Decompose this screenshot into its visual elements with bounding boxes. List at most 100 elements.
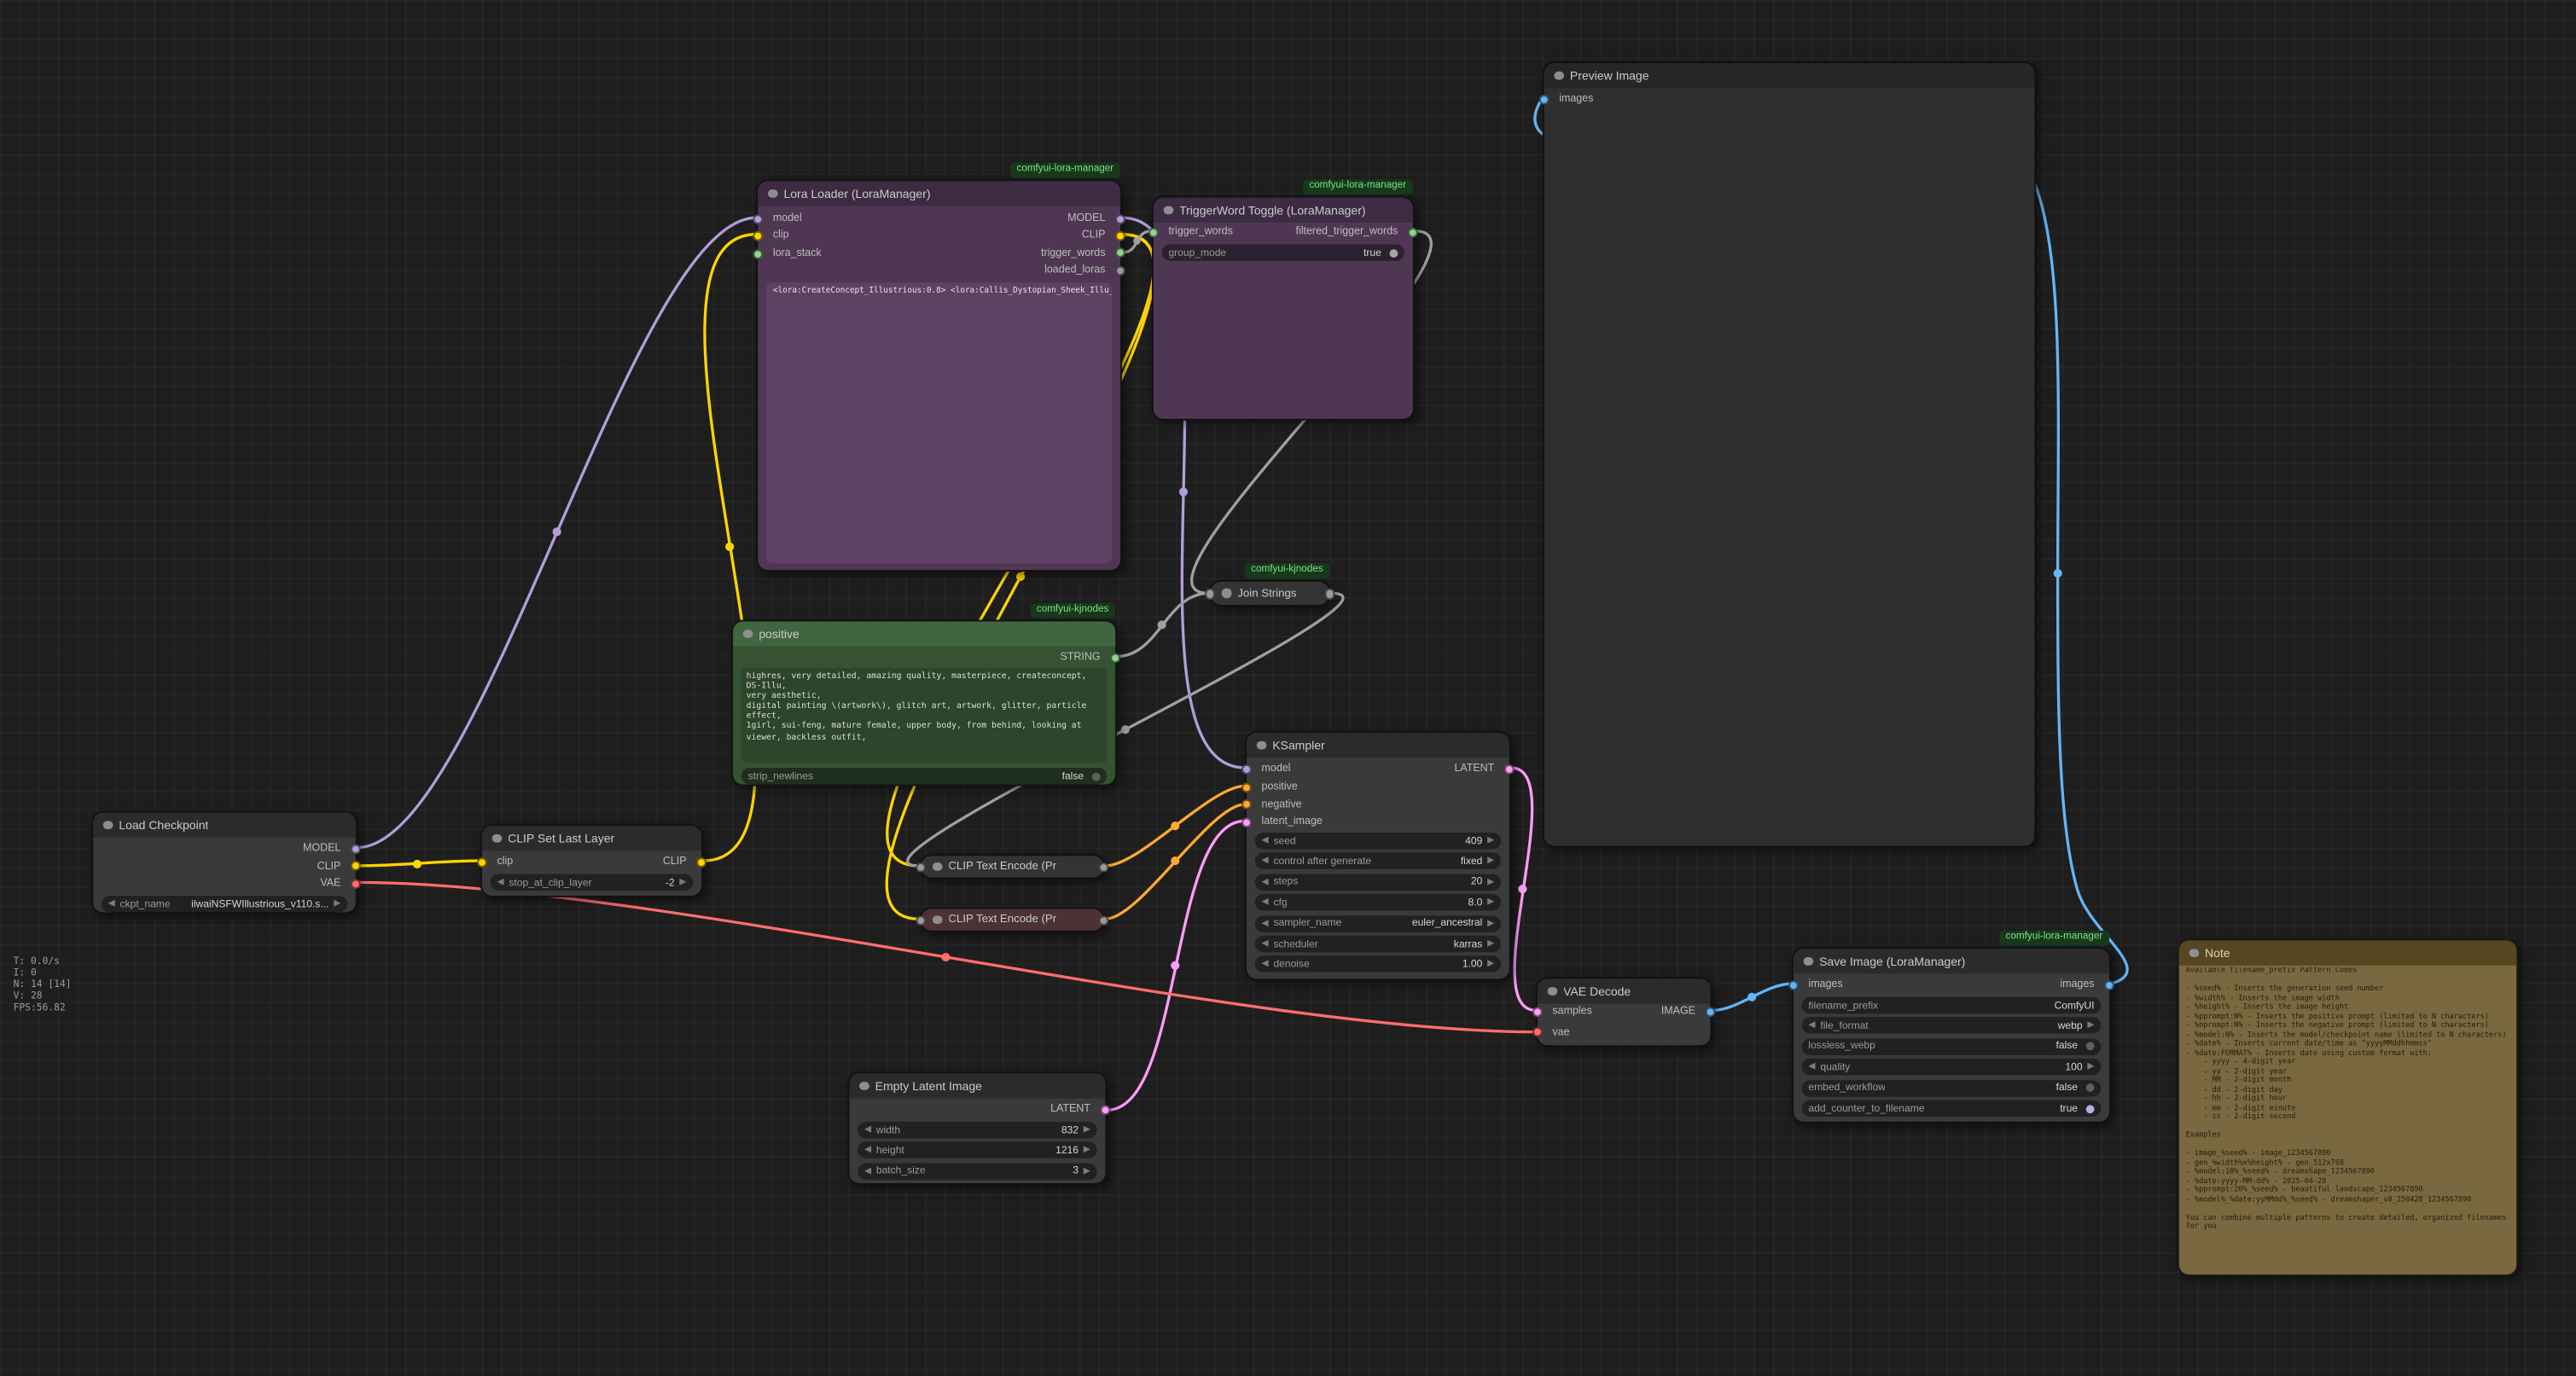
latent-slot-dot[interactable] [1532, 1007, 1543, 1018]
decrement-icon[interactable]: ◀ [1261, 897, 1269, 908]
node-triggerword-toggle[interactable]: comfyui-lora-manager TriggerWord Toggle … [1148, 178, 1418, 421]
increment-icon[interactable]: ▶ [334, 898, 341, 909]
node-ksampler[interactable]: KSampler model positive negative latent_… [1241, 731, 1515, 981]
node-title-bar[interactable]: Note [2178, 940, 2517, 966]
widget-add-counter-to-filename[interactable]: add_counter_to_filename true [1801, 1100, 2102, 1118]
collapsed-output-dot[interactable] [1098, 862, 1109, 873]
collapsed-input-dot[interactable] [1205, 589, 1216, 600]
decrement-icon[interactable]: ◀ [1261, 835, 1269, 846]
node-clip-text-encode-negative[interactable]: CLIP Text Encode (Pr [916, 907, 1109, 932]
node-title-bar[interactable]: Lora Loader (LoraManager) [758, 181, 1120, 206]
decrement-icon[interactable]: ◀ [108, 898, 115, 909]
node-clip-set-last-layer[interactable]: CLIP Set Last Layer clip CLIP ◀ stop_at_… [476, 824, 707, 897]
model-slot-dot[interactable] [350, 844, 361, 855]
node-status-dot[interactable] [1547, 986, 1557, 996]
widget-quality[interactable]: ◀ quality 100 ▶ [1801, 1059, 2102, 1076]
image-slot-dot[interactable] [1788, 979, 1799, 990]
clip-slot-dot[interactable] [696, 856, 707, 868]
increment-icon[interactable]: ▶ [679, 877, 687, 888]
loras-widget[interactable]: <lora:CreateConcept_Illustrious:0.8> <lo… [766, 282, 1113, 564]
widget-batch-size[interactable]: ◀ batch_size 3 ▶ [858, 1163, 1097, 1180]
collapsed-output-dot[interactable] [1324, 589, 1335, 600]
node-load-checkpoint[interactable]: Load Checkpoint MODEL CLIP VAE ◀ ckpt_na… [91, 810, 361, 914]
conditioning-slot-dot[interactable] [1241, 782, 1253, 793]
node-status-dot[interactable] [102, 820, 113, 830]
increment-icon[interactable]: ▶ [1487, 918, 1495, 929]
node-status-dot[interactable] [767, 189, 777, 199]
node-title-bar[interactable]: positive [733, 621, 1116, 647]
string-slot-dot[interactable] [1407, 227, 1418, 238]
node-status-dot[interactable] [1221, 589, 1231, 598]
increment-icon[interactable]: ▶ [1487, 835, 1495, 846]
model-slot-dot[interactable] [1241, 763, 1253, 775]
node-title-bar[interactable]: TriggerWord Toggle (LoraManager) [1153, 197, 1413, 224]
vae-slot-dot[interactable] [1532, 1027, 1543, 1038]
decrement-icon[interactable]: ◀ [864, 1124, 872, 1135]
clip-slot-dot[interactable] [350, 861, 361, 872]
node-preview-image[interactable]: Preview Image images [1538, 61, 2037, 848]
widget-width[interactable]: ◀ width 832 ▶ [858, 1121, 1097, 1139]
widget-seed[interactable]: ◀ seed 409 ▶ [1254, 832, 1502, 850]
node-status-dot[interactable] [742, 629, 753, 639]
decrement-icon[interactable]: ◀ [864, 1166, 872, 1176]
node-clip-text-encode-positive[interactable]: CLIP Text Encode (Pr [916, 854, 1109, 880]
node-note[interactable]: Note Available filename_prefix Pattern C… [2177, 938, 2519, 1277]
decrement-icon[interactable]: ◀ [1808, 1062, 1816, 1072]
node-vae-decode[interactable]: VAE Decode samples vae IMAGE [1532, 977, 1716, 1048]
latent-slot-dot[interactable] [1241, 817, 1253, 828]
node-lora-loader[interactable]: comfyui-lora-manager Lora Loader (LoraMa… [753, 161, 1125, 572]
collapsed-input-dot[interactable] [916, 915, 927, 926]
increment-icon[interactable]: ▶ [1487, 938, 1495, 949]
image-slot-dot[interactable] [1705, 1007, 1716, 1018]
node-title-bar[interactable]: Empty Latent Image [849, 1073, 1106, 1099]
string-slot-dot[interactable] [1114, 247, 1125, 258]
decrement-icon[interactable]: ◀ [1261, 877, 1269, 887]
node-status-dot[interactable] [491, 833, 502, 844]
decrement-icon[interactable]: ◀ [1261, 938, 1269, 949]
collapsed-output-dot[interactable] [1098, 915, 1109, 926]
decrement-icon[interactable]: ◀ [1261, 856, 1269, 867]
clip-slot-dot[interactable] [1114, 230, 1125, 241]
clip-slot-dot[interactable] [476, 856, 487, 868]
node-title-bar[interactable]: KSampler [1247, 733, 1509, 758]
widget-lossless-webp[interactable]: lossless_webp false [1801, 1038, 2102, 1055]
increment-icon[interactable]: ▶ [1487, 897, 1495, 908]
node-save-image[interactable]: comfyui-lora-manager Save Image (LoraMan… [1788, 929, 2115, 1123]
widget-cfg[interactable]: ◀ cfg 8.0 ▶ [1254, 894, 1502, 911]
vae-slot-dot[interactable] [350, 879, 361, 890]
widget-scheduler[interactable]: ◀ scheduler karras ▶ [1254, 935, 1502, 953]
increment-icon[interactable]: ▶ [1083, 1145, 1090, 1156]
node-status-dot[interactable] [1803, 956, 1813, 967]
node-title-bar[interactable]: Load Checkpoint [93, 812, 356, 838]
image-slot-dot[interactable] [2103, 979, 2115, 990]
prompt-textarea[interactable]: highres, very detailed, amazing quality,… [741, 668, 1108, 763]
increment-icon[interactable]: ▶ [2087, 1020, 2095, 1031]
widget-file-format[interactable]: ◀ file_format webp ▶ [1801, 1017, 2102, 1035]
latent-slot-dot[interactable] [1100, 1105, 1111, 1116]
node-title-bar[interactable]: Preview Image [1544, 63, 2035, 89]
node-status-dot[interactable] [859, 1081, 869, 1091]
decrement-icon[interactable]: ◀ [497, 877, 504, 888]
node-empty-latent-image[interactable]: Empty Latent Image LATENT ◀ width 832 ▶ … [847, 1071, 1111, 1185]
conditioning-slot-dot[interactable] [1241, 799, 1253, 810]
node-title-bar[interactable]: VAE Decode [1537, 978, 1711, 1004]
widget-control-after-generate[interactable]: ◀ control after generate fixed ▶ [1254, 853, 1502, 870]
widget-strip-newlines[interactable]: strip_newlines false [741, 767, 1108, 785]
decrement-icon[interactable]: ◀ [864, 1145, 872, 1156]
latent-slot-dot[interactable] [1503, 763, 1515, 775]
model-slot-dot[interactable] [753, 213, 764, 224]
increment-icon[interactable]: ▶ [1083, 1166, 1090, 1176]
model-slot-dot[interactable] [1114, 213, 1125, 224]
decrement-icon[interactable]: ◀ [1261, 959, 1269, 970]
node-status-dot[interactable] [2189, 948, 2199, 958]
increment-icon[interactable]: ▶ [1083, 1124, 1090, 1135]
lora-stack-slot-dot[interactable] [753, 248, 764, 259]
string-slot-dot[interactable] [1110, 653, 1121, 664]
widget-ckpt-name[interactable]: ◀ ckpt_name ilwaiNSFWIllustrious_v110.s.… [101, 895, 348, 913]
collapsed-input-dot[interactable] [916, 862, 927, 873]
node-status-dot[interactable] [1256, 740, 1266, 751]
increment-icon[interactable]: ▶ [2087, 1062, 2095, 1072]
widget-filename-prefix[interactable]: filename_prefix ComfyUI [1801, 996, 2102, 1014]
loaded-loras-slot-dot[interactable] [1114, 265, 1125, 276]
